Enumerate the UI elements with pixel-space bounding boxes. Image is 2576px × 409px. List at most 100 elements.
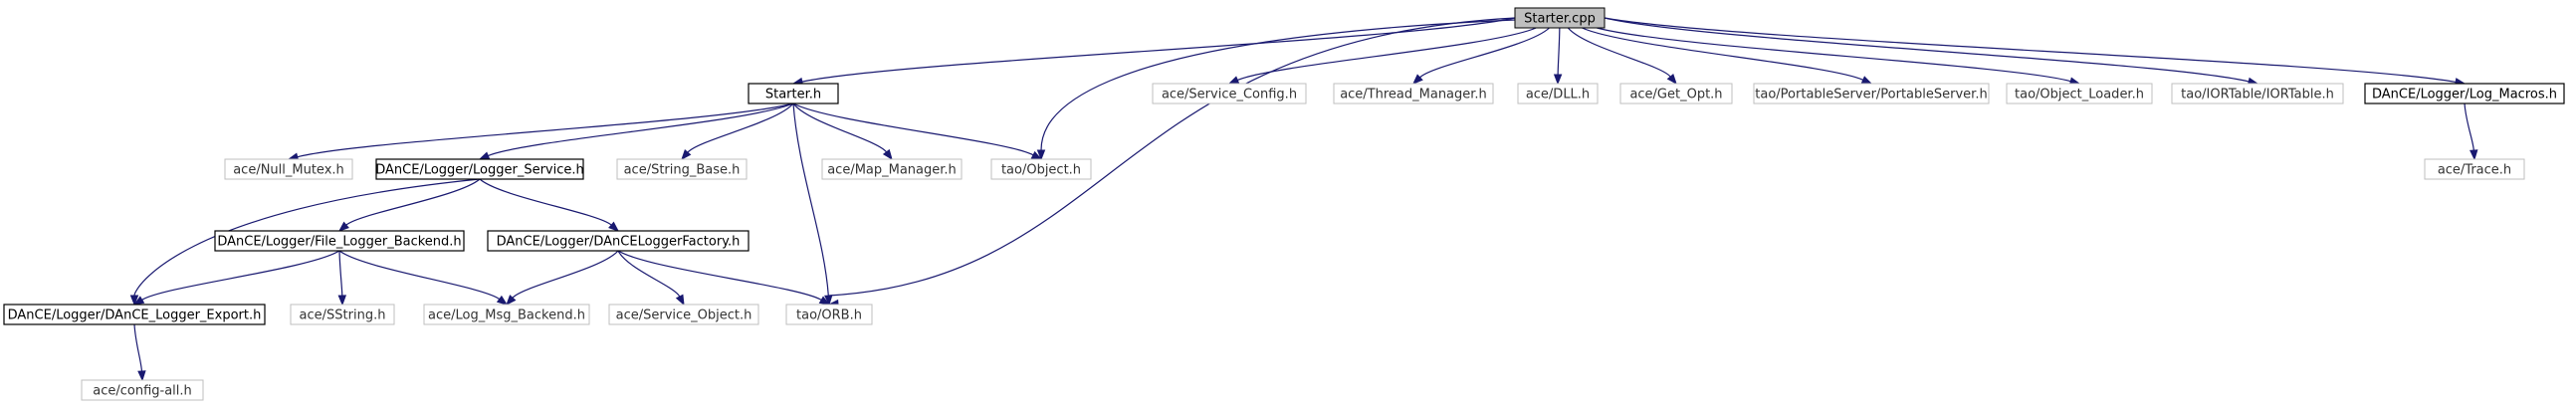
include-edge <box>132 250 340 306</box>
edge-line <box>141 250 340 301</box>
node-label: tao/Object.h <box>1001 163 1081 178</box>
node-box <box>375 158 584 180</box>
node-label: tao/Object_Loader.h <box>2015 88 2144 102</box>
node-label: ace/Service_Object.h <box>616 308 752 323</box>
edge-arrowhead <box>137 370 146 382</box>
node-config-all: ace/config-all.h <box>81 379 204 401</box>
edge-line <box>479 178 612 226</box>
node-box <box>2171 83 2344 104</box>
node-log-macros[interactable]: DAnCE/Logger/Log_Macros.h <box>2364 83 2565 104</box>
include-edge <box>287 102 794 161</box>
edge-arrowhead <box>129 295 139 307</box>
node-logger-factory[interactable]: DAnCE/Logger/DAnCELoggerFactory.h <box>487 230 750 252</box>
node-label: ace/DLL.h <box>1526 88 1590 102</box>
edge-line <box>1237 27 1537 82</box>
edge-arrowhead <box>818 296 831 306</box>
edge-arrowhead <box>824 295 833 307</box>
node-box <box>214 230 465 252</box>
node-box <box>1619 83 1733 104</box>
node-file-logger[interactable]: DAnCE/Logger/File_Logger_Backend.h <box>214 230 465 252</box>
edge-line <box>1582 27 1864 81</box>
include-edge <box>617 250 831 306</box>
include-edge <box>1582 27 1873 85</box>
node-label: ace/Map_Manager.h <box>827 163 957 178</box>
node-iortable: tao/IORTable/IORTable.h <box>2171 83 2344 104</box>
node-label: Starter.h <box>765 88 821 102</box>
edge-line <box>1040 19 1516 151</box>
edge-arrowhead <box>608 221 620 232</box>
include-edge <box>129 178 481 307</box>
node-label: ace/Get_Opt.h <box>1629 88 1722 102</box>
node-label: ace/Null_Mutex.h <box>233 163 344 178</box>
node-box <box>748 83 839 104</box>
node-null-mutex: ace/Null_Mutex.h <box>224 158 353 180</box>
include-edge <box>1553 27 1563 86</box>
include-edge <box>617 250 685 307</box>
include-edge <box>338 250 509 306</box>
include-edge <box>2464 102 2478 161</box>
edge-line <box>133 178 481 297</box>
edge-arrowhead <box>675 294 685 307</box>
edge-arrowhead <box>478 151 491 160</box>
node-label: ace/Service_Config.h <box>1162 88 1297 102</box>
node-starter-h[interactable]: Starter.h <box>748 83 839 104</box>
edge-line <box>617 250 822 301</box>
node-thread-manager: ace/Thread_Manager.h <box>1333 83 1494 104</box>
include-edge <box>1412 27 1550 85</box>
edge-arrowhead <box>2469 149 2478 161</box>
edge-line <box>1567 27 1671 78</box>
include-edge <box>337 250 347 307</box>
node-tao-object: tao/Object.h <box>990 158 1092 180</box>
include-edge <box>1597 27 2081 86</box>
edge-line <box>792 102 1034 156</box>
edge-line <box>1557 27 1561 76</box>
edge-line <box>1604 17 2457 84</box>
edge-line <box>2464 102 2474 151</box>
node-box <box>1517 83 1599 104</box>
node-label: ace/Thread_Manager.h <box>1340 88 1487 102</box>
node-box <box>608 304 759 325</box>
node-box <box>1333 83 1494 104</box>
edge-arrowhead <box>681 149 692 161</box>
node-box <box>2006 83 2153 104</box>
edge-arrowhead <box>1666 73 1677 86</box>
edge-arrowhead <box>506 295 517 307</box>
edge-line <box>345 178 481 226</box>
node-box <box>821 158 963 180</box>
node-starter-cpp[interactable]: Starter.cpp <box>1514 7 1606 29</box>
edge-line <box>512 250 619 299</box>
node-get-opt: ace/Get_Opt.h <box>1619 83 1733 104</box>
node-box <box>2424 158 2525 180</box>
node-logger-export[interactable]: DAnCE/Logger/DAnCE_Logger_Export.h <box>3 304 266 325</box>
node-logger-service[interactable]: DAnCE/Logger/Logger_Service.h <box>375 158 584 180</box>
edge-arrowhead <box>1227 76 1240 85</box>
edge-line <box>617 250 681 298</box>
node-box <box>224 158 353 180</box>
node-label: Starter.cpp <box>1524 12 1596 27</box>
edge-line <box>488 102 794 157</box>
node-tao-orb: tao/ORB.h <box>785 304 873 325</box>
include-edge <box>1227 27 1537 85</box>
node-label: tao/IORTable/IORTable.h <box>2181 88 2334 102</box>
node-label: ace/Trace.h <box>2438 163 2511 178</box>
node-trace: ace/Trace.h <box>2424 158 2525 180</box>
include-edge <box>479 178 620 232</box>
edge-line <box>801 17 1516 83</box>
edge-line <box>1419 27 1550 79</box>
node-dll: ace/DLL.h <box>1517 83 1599 104</box>
node-box <box>1753 83 1990 104</box>
edge-line <box>338 250 501 301</box>
edge-arrowhead <box>132 296 145 306</box>
edge-arrowhead <box>337 221 349 232</box>
edge-line <box>338 250 343 297</box>
node-label: ace/Log_Msg_Backend.h <box>428 308 585 323</box>
node-log-msg-backend: ace/Log_Msg_Backend.h <box>423 304 590 325</box>
include-edge <box>133 323 146 382</box>
node-string-base: ace/String_Base.h <box>616 158 748 180</box>
node-label: DAnCE/Logger/File_Logger_Backend.h <box>217 235 461 250</box>
node-object-loader: tao/Object_Loader.h <box>2006 83 2153 104</box>
edge-line <box>133 323 143 372</box>
node-label: tao/ORB.h <box>796 308 862 323</box>
edge-line <box>1597 27 2071 83</box>
